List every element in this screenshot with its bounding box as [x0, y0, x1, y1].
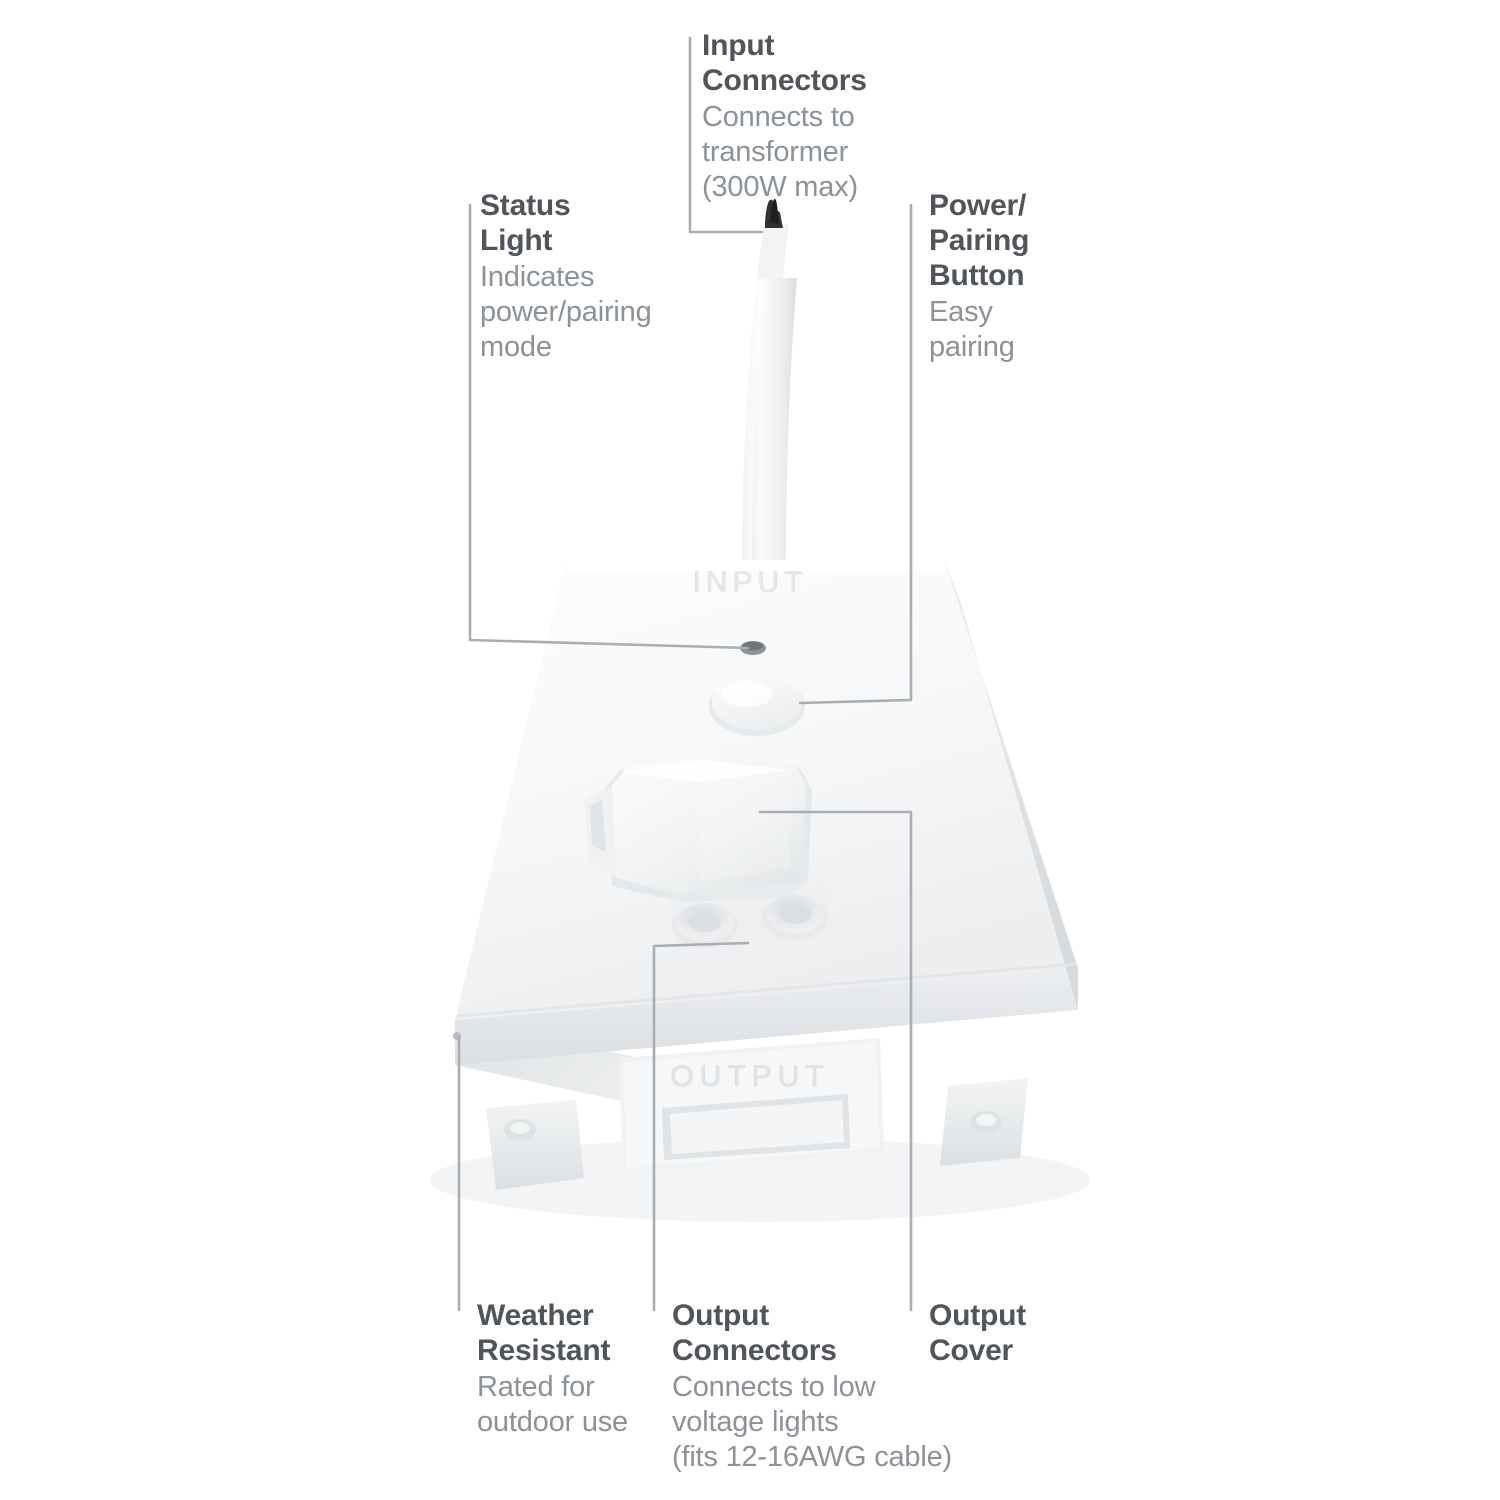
- power-pairing-button[interactable]: [709, 674, 805, 736]
- callout-weather-resistant-title: Weather Resistant: [477, 1299, 611, 1367]
- weather-resistant-anchor: [453, 1032, 461, 1040]
- input-embossed-label: INPUT: [693, 566, 808, 599]
- callout-power-pairing-button: Power/ Pairing Button Easy pairing: [929, 188, 1129, 365]
- callout-status-light-title: Status Light: [480, 189, 571, 257]
- callout-input-connectors-title: Input Connectors: [702, 29, 867, 97]
- status-light: [740, 641, 766, 655]
- callout-output-connectors-desc: Connects to low voltage lights (fits 12-…: [672, 1371, 952, 1473]
- callout-power-pairing-button-desc: Easy pairing: [929, 296, 1015, 363]
- callout-power-pairing-button-title: Power/ Pairing Button: [929, 189, 1030, 292]
- input-cable: [742, 198, 797, 560]
- mounting-feet: [486, 1078, 1028, 1190]
- output-plate: OUTPUT: [620, 1038, 884, 1172]
- callout-weather-resistant: Weather Resistant Rated for outdoor use: [477, 1298, 667, 1440]
- callout-output-cover-title: Output Cover: [929, 1299, 1027, 1367]
- callout-input-connectors-desc: Connects to transformer (300W max): [702, 101, 858, 203]
- callout-status-light: Status Light Indicates power/pairing mod…: [480, 188, 680, 365]
- callout-output-connectors: Output Connectors Connects to low voltag…: [672, 1298, 952, 1475]
- callout-weather-resistant-desc: Rated for outdoor use: [477, 1371, 628, 1438]
- callout-output-cover: Output Cover: [929, 1298, 1129, 1370]
- callout-output-connectors-title: Output Connectors: [672, 1299, 837, 1367]
- output-cover[interactable]: [584, 754, 812, 902]
- output-connectors: [668, 882, 836, 950]
- callout-input-connectors: Input Connectors Connects to transformer…: [702, 28, 922, 205]
- output-embossed-label: OUTPUT: [670, 1060, 829, 1093]
- callout-status-light-desc: Indicates power/pairing mode: [480, 261, 652, 363]
